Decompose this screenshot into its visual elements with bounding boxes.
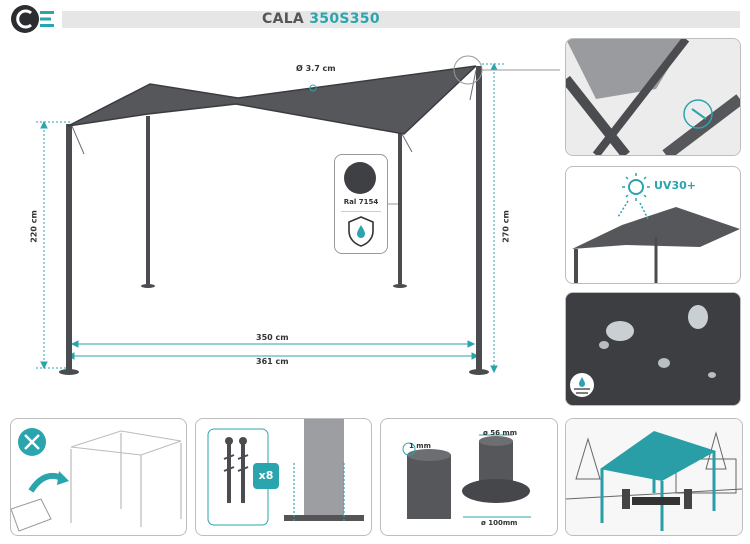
wall-thickness-label: 1 mm <box>409 442 431 450</box>
garden-scene-panel <box>565 418 743 536</box>
detail-joint-panel <box>565 38 741 156</box>
height-low-label: 220 cm <box>29 210 39 243</box>
material-info-box: Ral 7154 <box>334 154 388 254</box>
water-repellent-panel <box>565 292 741 406</box>
width-inner-label: 350 cm <box>256 333 289 342</box>
width-outer-label: 361 cm <box>256 357 289 366</box>
ral-color-label: Ral 7154 <box>343 198 379 206</box>
anchor-count-badge: x8 <box>253 463 279 489</box>
plate-diameter-label: ø 100mm <box>481 519 518 527</box>
color-swatch <box>344 162 376 194</box>
brand-logo <box>10 4 58 34</box>
uv-protection-panel: UV30+ <box>565 166 741 284</box>
title-bar <box>62 11 740 28</box>
tube-diameter-label: ø 56 mm <box>483 429 518 437</box>
uv-rating-label: UV30+ <box>654 179 696 192</box>
pipe-diameter-label: Ø 3.7 cm <box>296 64 336 73</box>
divider <box>341 211 381 212</box>
page-title: CALA 350S350 <box>262 11 380 27</box>
assembly-panel <box>10 418 187 536</box>
gazebo-drawing <box>36 55 560 375</box>
height-high-label: 270 cm <box>501 210 511 243</box>
ground-anchor-panel: x8 <box>195 418 372 536</box>
base-plate-panel: 1 mm ø 56 mm ø 100mm <box>380 418 558 536</box>
waterproof-shield-icon <box>348 216 374 247</box>
